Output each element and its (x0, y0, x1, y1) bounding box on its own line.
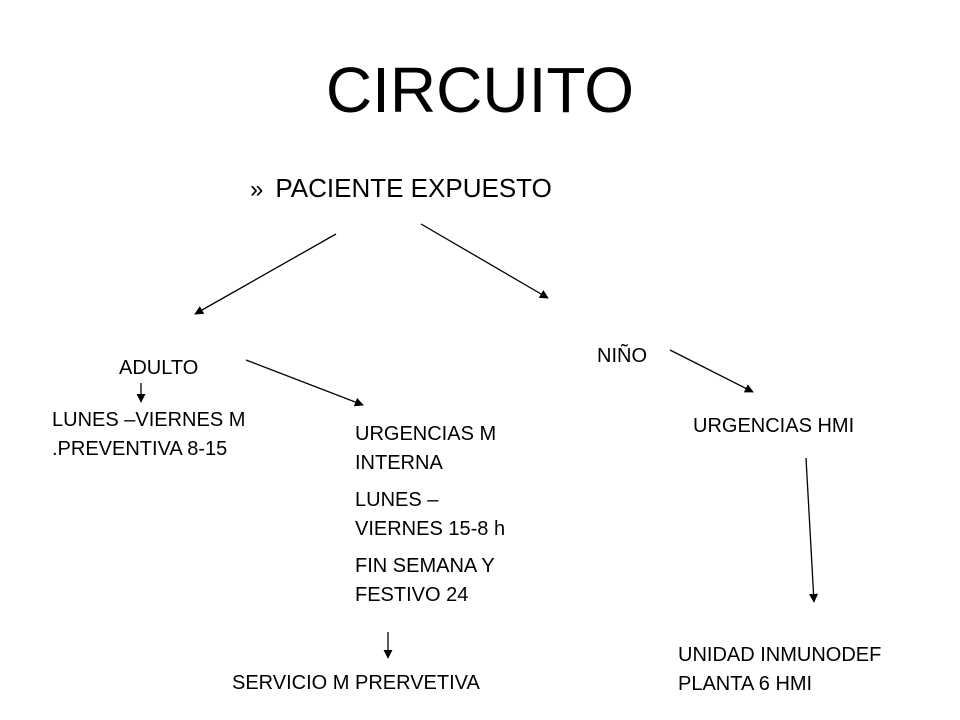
node-unidad: UNIDAD INMUNODEF PLANTA 6 HMI (678, 641, 881, 699)
node-nino: NIÑO (597, 345, 647, 367)
node-adulto: ADULTO (119, 357, 199, 379)
node-preventiva-line: .PREVENTIVA 8-15 (52, 438, 228, 460)
node-urgencias-m-line: FIN SEMANA Y (355, 555, 495, 577)
arrow-root-to-adulto (194, 233, 337, 315)
node-preventiva: LUNES –VIERNES M .PREVENTIVA 8-15 (52, 406, 245, 464)
node-urgencias-m-line: FESTIVO 24 (355, 584, 469, 606)
node-urgencias-m-line: INTERNA (355, 452, 443, 474)
root-node-label: PACIENTE EXPUESTO (275, 173, 552, 203)
arrow-urgencias-hmi-to-unidad (805, 457, 819, 603)
node-urgencias-m-line: VIERNES 15-8 h (355, 518, 506, 540)
node-urgencias-m-line: URGENCIAS M (355, 423, 497, 445)
node-urgencias-m-line: LUNES – (355, 489, 439, 511)
node-urgencias-hmi: URGENCIAS HMI (693, 415, 855, 437)
node-unidad-line: PLANTA 6 HMI (678, 673, 813, 695)
arrow-root-to-nino (420, 223, 549, 299)
node-unidad-line: UNIDAD INMUNODEF (678, 644, 882, 666)
node-preventiva-line: LUNES –VIERNES M (52, 409, 246, 431)
slide-title: CIRCUITO (325, 54, 635, 126)
root-node: » PACIENTE EXPUESTO (250, 170, 552, 208)
bullet-icon: » (250, 176, 264, 203)
arrow-nino-to-urgencias-hmi (669, 349, 754, 393)
node-servicio: SERVICIO M PRERVETIVA (232, 672, 480, 694)
node-urgencias-m: URGENCIAS M INTERNA LUNES – VIERNES 15-8… (355, 420, 505, 610)
arrow-adulto-to-urgencias-m (245, 359, 364, 407)
